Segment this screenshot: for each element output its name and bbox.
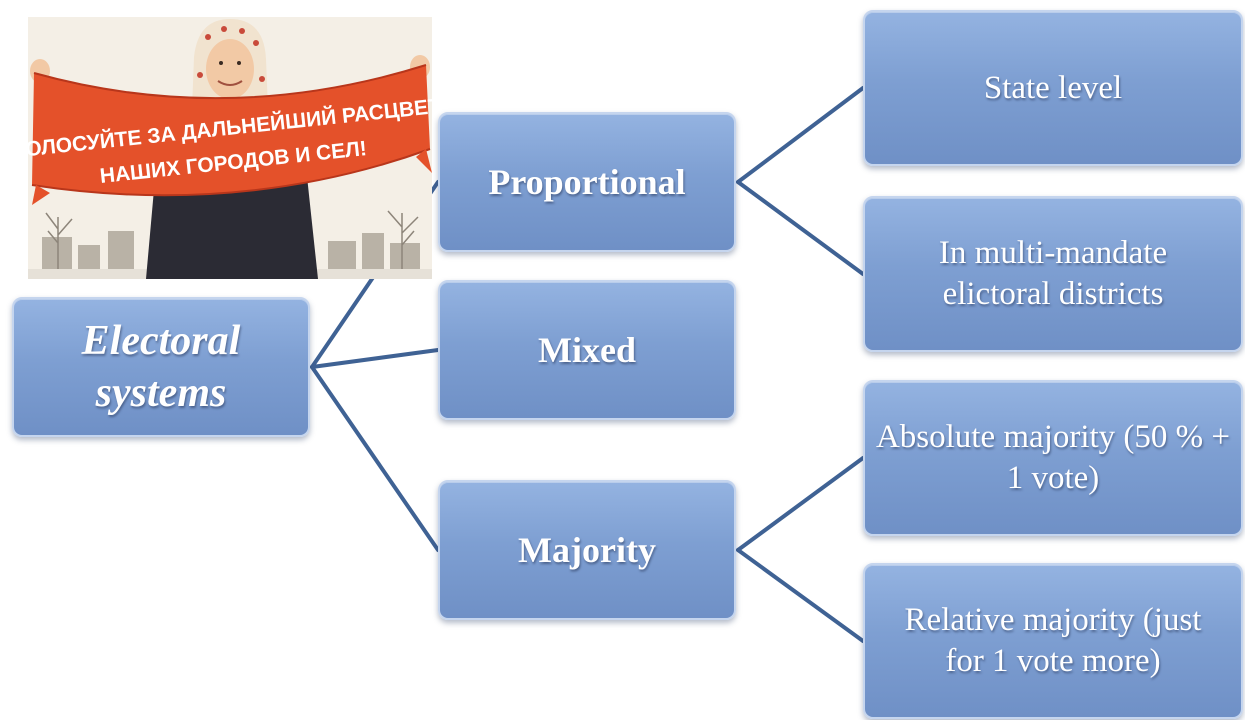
node-state-level-label: State level <box>983 69 1123 106</box>
connector-proportional-multi <box>736 180 865 276</box>
connector-root-majority <box>310 365 440 552</box>
node-majority: Majority <box>438 480 736 620</box>
connector-proportional-state <box>736 86 865 184</box>
node-majority-label: Majority <box>518 530 656 570</box>
node-state-level: State level <box>863 10 1243 166</box>
node-proportional-label: Proportional <box>488 162 686 202</box>
node-proportional: Proportional <box>438 112 736 252</box>
node-electoral-systems-label: Electoral systems <box>81 318 241 416</box>
node-relative-majority-label: Relative majority (just for 1 vote more) <box>904 602 1202 679</box>
node-mixed: Mixed <box>438 280 736 420</box>
connector-majority-absolute <box>736 456 865 552</box>
node-multi-mandate-districts: In multi-mandate elictoral districts <box>863 196 1243 352</box>
node-absolute-majority-label: Absolute majority (50 % + 1 vote) <box>875 419 1231 496</box>
connector-majority-relative <box>736 548 865 643</box>
node-absolute-majority: Absolute majority (50 % + 1 vote) <box>863 380 1243 536</box>
node-electoral-systems: Electoral systems <box>12 297 310 437</box>
connector-root-mixed <box>310 348 440 369</box>
node-mixed-label: Mixed <box>538 330 636 370</box>
election-poster-illustration: ГОЛОСУЙТЕ ЗА ДАЛЬНЕЙШИЙ РАСЦВЕТ НАШИХ ГО… <box>28 17 432 279</box>
node-relative-majority: Relative majority (just for 1 vote more) <box>863 563 1243 719</box>
node-multi-mandate-districts-label: In multi-mandate elictoral districts <box>938 235 1168 312</box>
